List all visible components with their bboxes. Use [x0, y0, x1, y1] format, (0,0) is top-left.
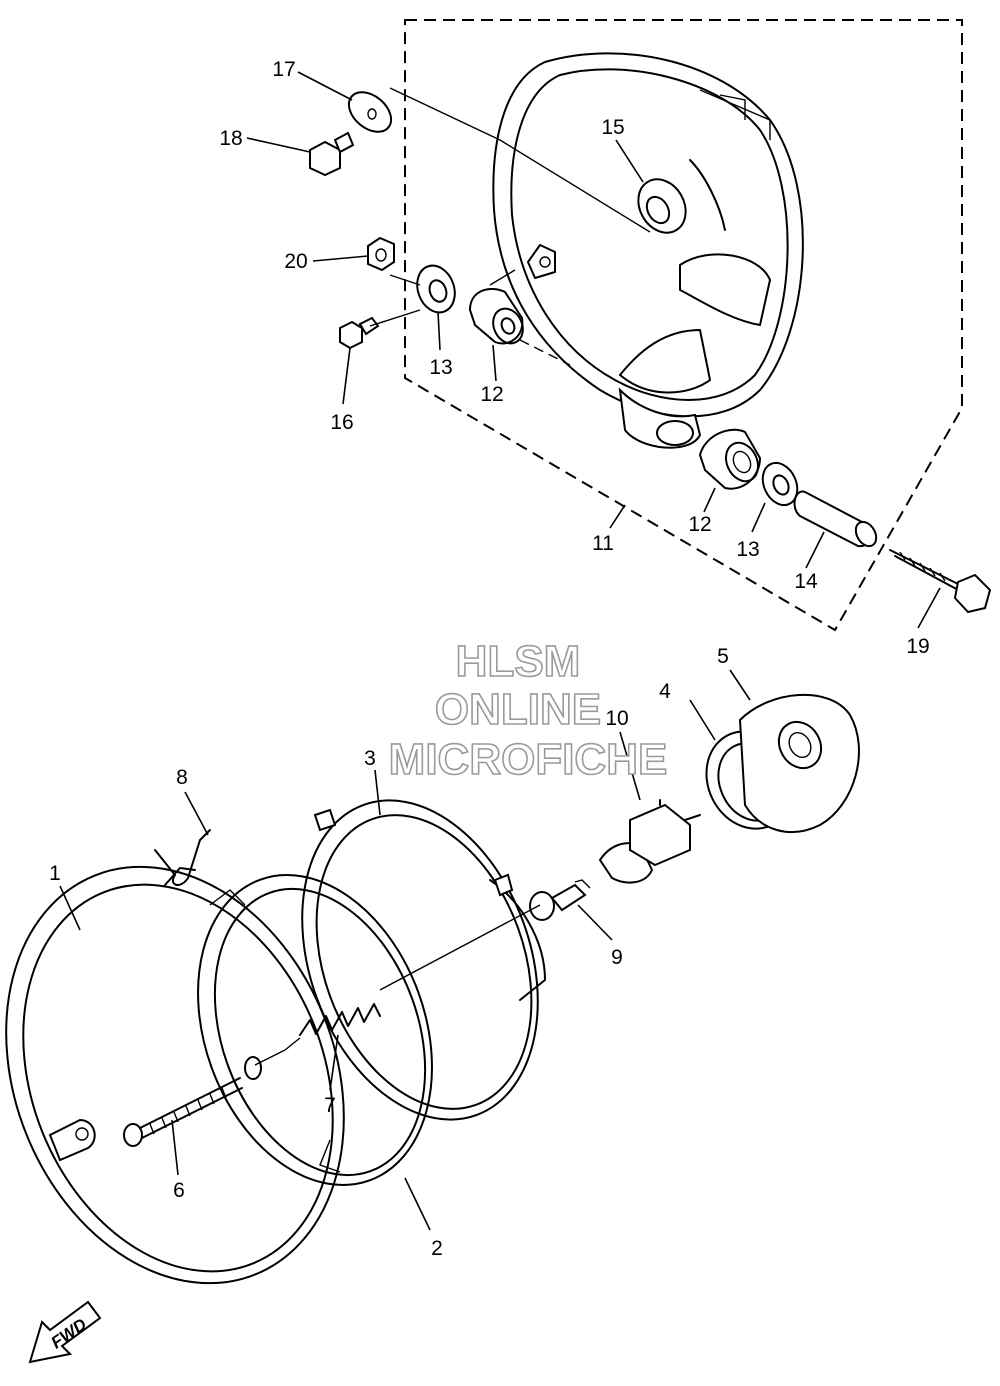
- grommet-13-lower: [761, 461, 799, 507]
- callout-7: 7: [324, 1094, 336, 1117]
- callout-12-upper: 12: [480, 383, 503, 406]
- dust-cover-5: [738, 694, 860, 834]
- callout-9: 9: [611, 946, 623, 969]
- callout-20: 20: [284, 250, 307, 273]
- bulb-10: [598, 799, 701, 884]
- callout-6: 6: [173, 1179, 185, 1202]
- screw-16: [339, 316, 380, 350]
- callout-11: 11: [592, 532, 614, 555]
- washer-17: [347, 91, 393, 133]
- callout-19: 19: [906, 635, 929, 658]
- adjust-screw-6: [123, 1056, 262, 1147]
- watermark-line-1: HLSM: [456, 637, 581, 686]
- callout-16: 16: [330, 411, 353, 434]
- reflector: [301, 799, 546, 1121]
- bolt-18: [309, 131, 355, 177]
- callout-3: 3: [364, 747, 376, 770]
- watermark-line-3: MICROFICHE: [389, 735, 668, 784]
- nut-20: [367, 236, 395, 272]
- callout-13-lower: 13: [736, 538, 759, 561]
- callout-14: 14: [794, 570, 818, 593]
- collar-12-upper: [468, 288, 524, 345]
- grommet-13-upper: [416, 264, 456, 314]
- spring-7: [254, 1003, 381, 1066]
- watermark: HLSM ONLINE MICROFICHE: [388, 636, 668, 785]
- watermark-line-2: ONLINE: [435, 685, 601, 734]
- headlight-housing: [492, 52, 804, 449]
- callout-18: 18: [219, 127, 242, 150]
- headlight-rim: [5, 865, 345, 1285]
- callout-4: 4: [659, 680, 671, 703]
- callout-13-upper: 13: [429, 356, 452, 379]
- callout-12-lower: 12: [688, 513, 711, 536]
- grommet-15: [637, 178, 687, 234]
- callout-15: 15: [601, 116, 624, 139]
- bolt-19: [889, 549, 992, 614]
- clip-8: [154, 829, 211, 886]
- callout-5: 5: [717, 645, 729, 668]
- spacer-14: [793, 490, 878, 548]
- callout-8: 8: [176, 766, 188, 789]
- callout-10: 10: [605, 707, 628, 730]
- collar-12-lower: [698, 428, 762, 490]
- callout-1: 1: [49, 862, 61, 885]
- socket-9: [529, 879, 591, 921]
- lens-unit: [197, 874, 433, 1186]
- forward-direction-badge: FWD: [28, 1300, 102, 1364]
- callout-2: 2: [431, 1237, 443, 1260]
- callout-labels: 1 2 3 4 5 6 7 8 9 10 11 12 12 13 13 14 1…: [49, 58, 930, 1260]
- housing-group-boundary: [404, 19, 963, 632]
- callout-17: 17: [272, 58, 295, 81]
- leader-lines: [59, 71, 941, 1231]
